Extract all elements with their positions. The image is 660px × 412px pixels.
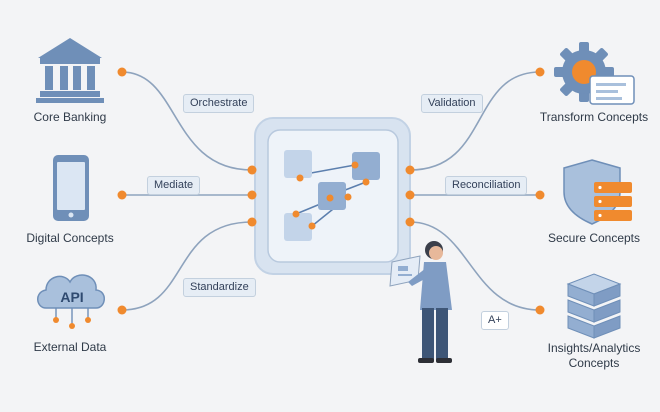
orchestrate-tag: Orchestrate — [183, 94, 255, 113]
insights-analytics-label-line2: Concepts — [568, 356, 620, 370]
api-cloud-icon: API — [37, 274, 105, 329]
hub-block-top-left — [284, 150, 312, 178]
connector-line-insights — [409, 221, 541, 311]
integration-hub — [254, 117, 411, 275]
validation-tag: Validation — [421, 94, 483, 113]
standardize-tag: Standardize — [183, 278, 256, 297]
external-data-label: External Data — [33, 340, 107, 354]
insights-analytics-label: Insights/Analytics Concepts — [535, 341, 653, 371]
mediate-tag: Mediate — [147, 176, 201, 195]
transform-concepts-label: Transform Concepts — [539, 110, 649, 124]
svg-text:API: API — [60, 289, 83, 305]
endpoint-dots — [117, 67, 545, 315]
connector-line-core-banking — [121, 71, 253, 171]
shield-server-icon — [563, 159, 632, 225]
person-with-tablet-illustration — [389, 241, 452, 363]
secure-concepts-label: Secure Concepts — [547, 231, 641, 245]
stacked-blocks-icon — [566, 273, 622, 339]
annotation-badge: A+ — [481, 311, 509, 330]
bank-building-icon — [36, 38, 104, 103]
smartphone-icon — [53, 155, 89, 221]
connector-line-external-data — [121, 221, 253, 311]
core-banking-label: Core Banking — [33, 110, 107, 124]
hub-block-bottom-left — [284, 213, 312, 241]
gear-dashboard-icon — [554, 42, 635, 105]
connector-line-transform — [409, 71, 541, 171]
hub-block-top-right — [352, 152, 380, 180]
insights-analytics-label-line1: Insights/Analytics — [547, 341, 641, 355]
digital-concepts-label: Digital Concepts — [26, 231, 114, 245]
reconciliation-tag: Reconciliation — [445, 176, 528, 195]
